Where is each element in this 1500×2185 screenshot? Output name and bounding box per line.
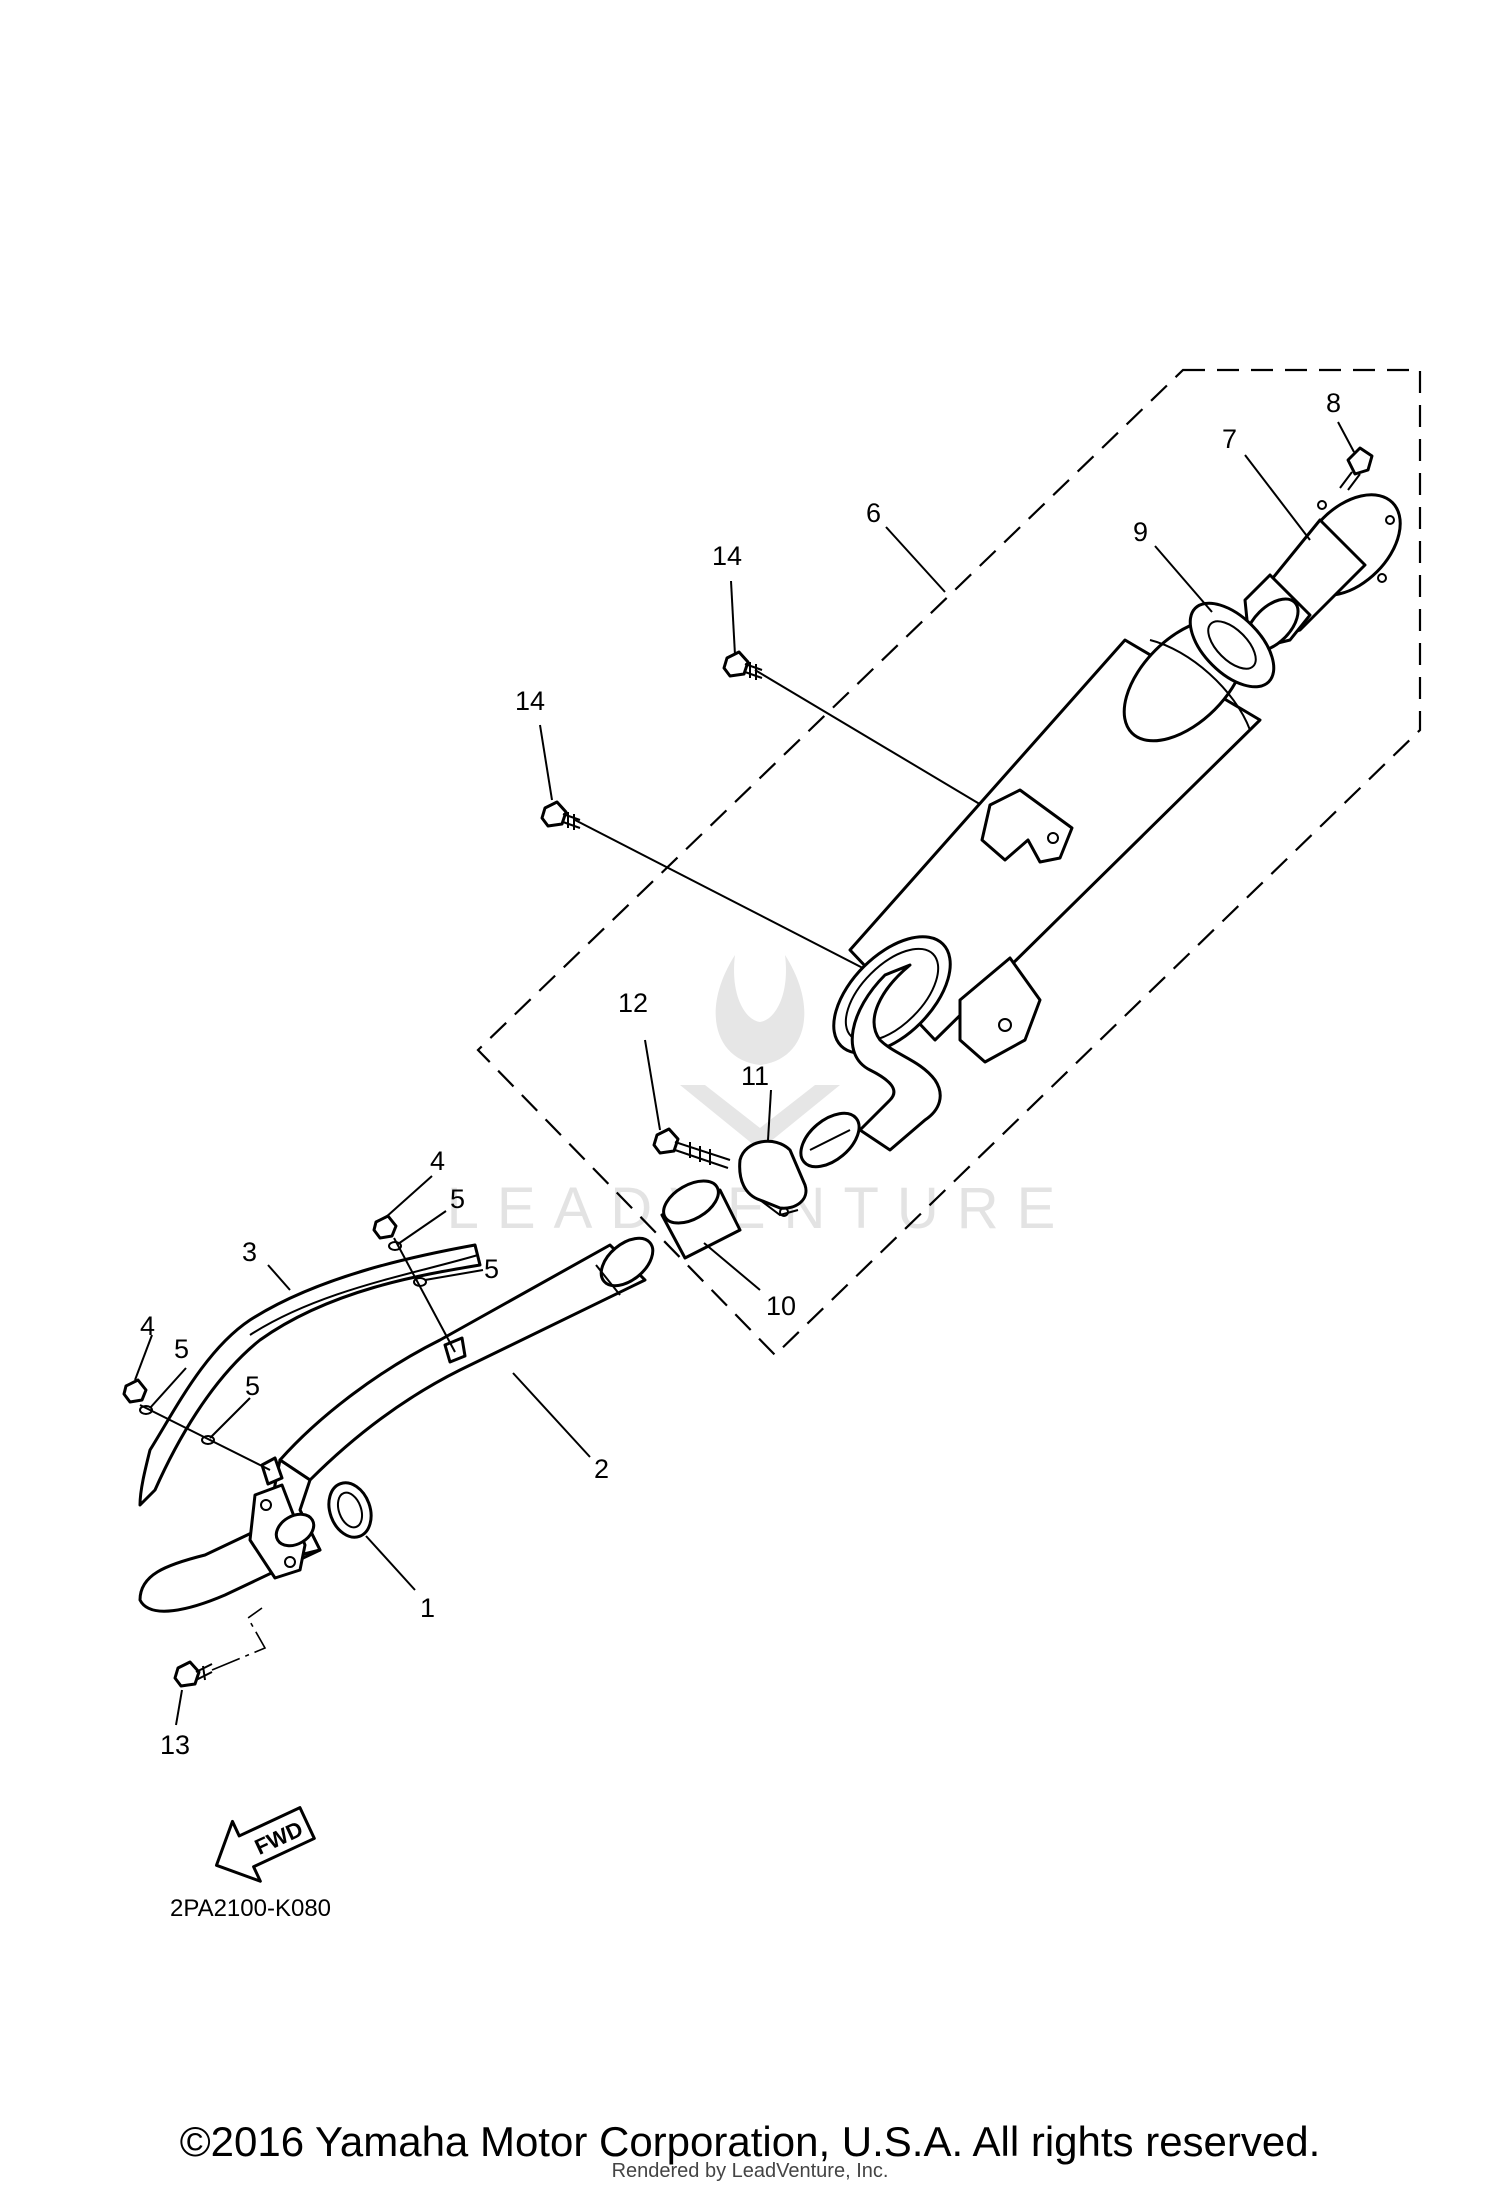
washer-5-upper[interactable] (388, 1241, 402, 1251)
bolt-4-lower-axis (139, 1404, 271, 1471)
bolt-4-upper-axis (393, 1237, 456, 1353)
callout-4b: 4 (140, 1311, 155, 1341)
bolt-14-upper[interactable] (722, 650, 763, 680)
exhaust-gasket[interactable] (322, 1477, 379, 1543)
callout-7: 7 (1222, 424, 1237, 454)
callout-14b: 14 (515, 686, 545, 716)
callout-4a: 4 (430, 1146, 445, 1176)
muffler-clamp[interactable] (738, 1139, 808, 1217)
callout-8: 8 (1326, 388, 1341, 418)
callout-2: 2 (594, 1454, 609, 1484)
callout-9: 9 (1133, 517, 1148, 547)
fwd-arrow: FWD (214, 1806, 316, 1883)
callout-14a: 14 (712, 541, 742, 571)
callout-3: 3 (242, 1237, 257, 1267)
callout-5a: 5 (450, 1184, 465, 1214)
copyright-notice: ©2016 Yamaha Motor Corporation, U.S.A. A… (179, 2118, 1321, 2165)
spark-arrestor[interactable] (1237, 476, 1420, 661)
bolt-8[interactable] (1339, 446, 1374, 491)
diagram-code: 2PA2100-K080 (170, 1895, 331, 1922)
bolt-14-lower[interactable] (540, 800, 581, 830)
rendered-by-notice: Rendered by LeadVenture, Inc. (611, 2160, 889, 2182)
callout-13: 13 (160, 1730, 190, 1760)
heat-protector[interactable] (138, 1243, 482, 1507)
callout-5d: 5 (245, 1371, 260, 1401)
spark-arrestor-gasket[interactable] (1175, 588, 1288, 701)
bolt-4-lower[interactable] (122, 1378, 148, 1404)
exhaust-pipe[interactable] (138, 1229, 662, 1613)
muffler[interactable] (791, 597, 1268, 1177)
bolt-12[interactable] (652, 1127, 731, 1169)
callout-11: 11 (741, 1061, 769, 1091)
callout-12: 12 (618, 988, 648, 1018)
callout-6: 6 (866, 498, 881, 528)
bolt-13[interactable] (173, 1660, 213, 1688)
callout-5c: 5 (174, 1334, 189, 1364)
bolt-13-axis (211, 1607, 267, 1671)
callout-10: 10 (766, 1291, 796, 1321)
washer-5-lower-2[interactable] (201, 1435, 215, 1445)
callout-labels: 1 2 3 4 4 5 5 5 5 6 7 8 9 10 11 12 13 14… (140, 388, 1341, 1760)
callout-5b: 5 (484, 1254, 499, 1284)
callout-1: 1 (420, 1593, 435, 1623)
leader-lines (134, 421, 1355, 1726)
bolt-4-upper[interactable] (372, 1214, 398, 1240)
joint-pipe[interactable] (657, 1172, 742, 1260)
muffler-assembly-boundary (476, 368, 1422, 1357)
